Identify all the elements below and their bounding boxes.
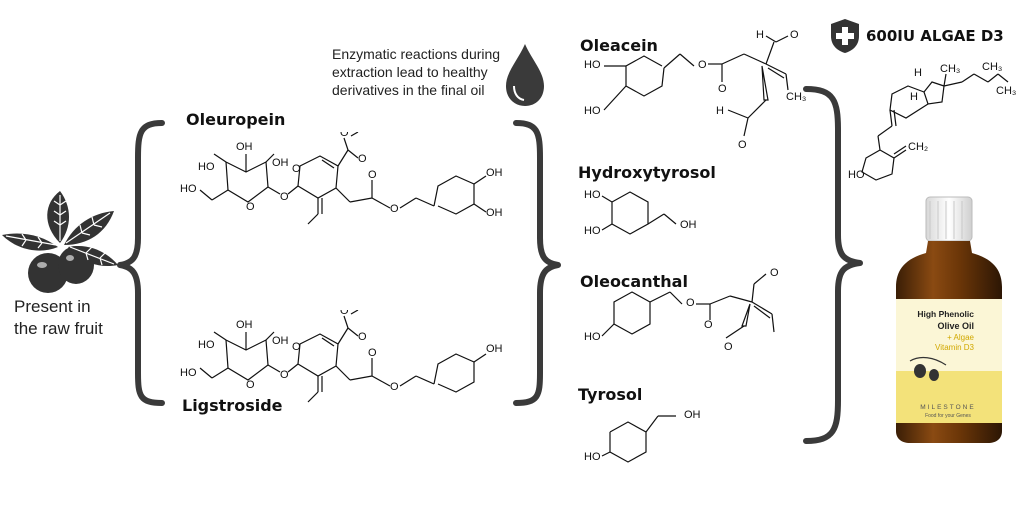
svg-text:CH₃: CH₃: [996, 85, 1016, 97]
svg-text:O: O: [770, 267, 779, 279]
oleocanthal-title: Oleocanthal: [580, 272, 688, 291]
left-brace: [117, 120, 165, 406]
svg-text:OH: OH: [486, 207, 503, 219]
svg-text:OH: OH: [272, 157, 289, 169]
svg-text:HO: HO: [584, 451, 601, 463]
svg-text:O: O: [280, 369, 289, 381]
bottle-tagline: Food for your Genes: [925, 413, 971, 419]
svg-text:CH₃: CH₃: [982, 61, 1002, 73]
olive-branch-icon: [2, 191, 118, 293]
badge-label: 600IU ALGAE D3: [866, 27, 1004, 45]
svg-text:H: H: [716, 105, 724, 117]
svg-text:O: O: [292, 341, 301, 353]
svg-text:O: O: [790, 29, 799, 41]
svg-text:O: O: [718, 83, 727, 95]
svg-text:O: O: [340, 132, 349, 139]
svg-text:O: O: [738, 139, 747, 151]
svg-text:CH₂: CH₂: [908, 141, 928, 153]
vitamin-d3-structure: CH₃ CH₃ CH₃ H H CH₂ HO: [848, 61, 1016, 181]
svg-text:HO: HO: [584, 225, 601, 237]
raw-fruit-line2: the raw fruit: [14, 319, 103, 338]
oil-drop-icon: [506, 44, 544, 106]
svg-text:OH: OH: [236, 319, 253, 331]
hydroxytyrosol-title: Hydroxytyrosol: [578, 163, 716, 182]
svg-text:HO: HO: [198, 161, 215, 173]
svg-text:O: O: [698, 59, 707, 71]
note-line2: extraction lead to healthy: [332, 64, 488, 80]
raw-fruit-caption: Present in the raw fruit: [14, 296, 103, 340]
svg-text:OH: OH: [684, 409, 701, 421]
svg-text:HO: HO: [848, 169, 865, 181]
oleuropein-title: Oleuropein: [186, 110, 286, 129]
svg-text:O: O: [280, 191, 289, 203]
oleuropein-structure: HO OH OH O HO O O O O O O OH OH: [180, 132, 503, 225]
svg-text:HO: HO: [180, 367, 197, 379]
svg-text:HO: HO: [198, 339, 215, 351]
svg-text:HO: HO: [584, 59, 601, 71]
svg-text:CH₃: CH₃: [940, 63, 960, 75]
svg-text:O: O: [390, 381, 399, 393]
svg-text:O: O: [246, 201, 255, 213]
oleacein-title: Oleacein: [580, 36, 658, 55]
svg-text:O: O: [368, 347, 377, 359]
enzymatic-note: Enzymatic reactions during extraction le…: [332, 45, 512, 99]
oleacein-structure: H O CH₃ O O H O HO HO: [584, 29, 806, 151]
svg-text:O: O: [340, 310, 349, 317]
svg-text:HO: HO: [584, 189, 601, 201]
bottle-line2: Olive Oil: [937, 321, 974, 331]
swiss-cross-shield-icon: [831, 19, 859, 53]
svg-text:H: H: [756, 29, 764, 41]
ligstroside-structure: HO OH OH O HO O O O O O O OH: [180, 310, 503, 403]
svg-text:O: O: [368, 169, 377, 181]
algae-d3-badge: 600IU ALGAE D3: [830, 18, 1004, 54]
note-line1: Enzymatic reactions during: [332, 46, 501, 62]
hydroxytyrosol-structure: HO HO OH: [584, 189, 697, 237]
svg-text:OH: OH: [486, 167, 503, 179]
bottle-olive-illustration: [909, 356, 947, 381]
tyrosol-title: Tyrosol: [578, 385, 643, 404]
raw-fruit-line1: Present in: [14, 297, 91, 316]
svg-text:O: O: [704, 319, 713, 331]
svg-text:O: O: [724, 341, 733, 353]
svg-text:CH₃: CH₃: [786, 91, 806, 103]
middle-brace: [513, 120, 561, 406]
bottle-brand: MILESTONE: [920, 404, 975, 411]
svg-text:O: O: [358, 331, 367, 343]
svg-text:H: H: [914, 67, 922, 79]
svg-text:O: O: [292, 163, 301, 175]
svg-text:HO: HO: [584, 105, 601, 117]
svg-text:OH: OH: [272, 335, 289, 347]
svg-text:O: O: [246, 379, 255, 391]
right-brace: [803, 86, 863, 444]
svg-text:OH: OH: [680, 219, 697, 231]
ligstroside-title: Ligstroside: [182, 396, 283, 415]
svg-text:O: O: [358, 153, 367, 165]
svg-text:O: O: [390, 203, 399, 215]
bottle-line3: + Algae: [947, 333, 974, 342]
svg-text:OH: OH: [486, 343, 503, 355]
svg-text:O: O: [686, 297, 695, 309]
oleocanthal-structure: O O O O HO: [584, 267, 779, 353]
product-bottle: High Phenolic Olive Oil + Algae Vitamin …: [896, 196, 1002, 443]
tyrosol-structure: HO OH: [584, 409, 701, 463]
svg-text:HO: HO: [180, 183, 197, 195]
svg-text:H: H: [910, 91, 918, 103]
bottle-line4: Vitamin D3: [935, 343, 975, 352]
bottle-line1: High Phenolic: [917, 309, 974, 319]
svg-text:OH: OH: [236, 141, 253, 153]
note-line3: derivatives in the final oil: [332, 82, 485, 98]
svg-text:HO: HO: [584, 331, 601, 343]
